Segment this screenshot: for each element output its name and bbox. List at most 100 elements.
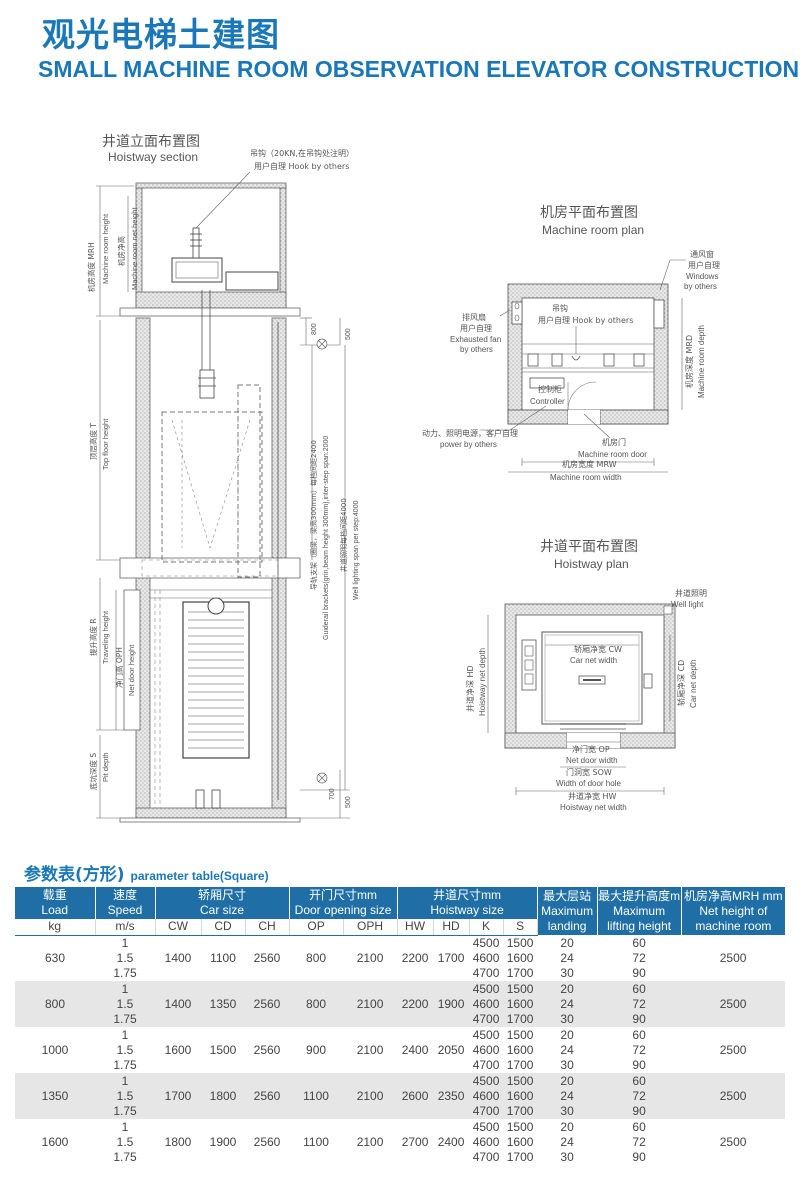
sub-k: K — [469, 919, 504, 936]
section-title-en: Hoistway section — [108, 150, 198, 164]
controller-label-cn: 控制柜 — [538, 384, 562, 394]
sub-hw: HW — [397, 919, 434, 936]
fan-label-en2: by others — [460, 345, 493, 354]
machine-plan-title-cn: 机房平面布置图 — [540, 205, 638, 221]
cell-op: 800 — [289, 981, 344, 1027]
cell-op: 900 — [306, 1042, 327, 1057]
cell-hd: 2050 — [437, 1042, 465, 1057]
cell-cw: 1700 — [155, 1073, 201, 1119]
cell-ch: 2560 — [253, 950, 281, 965]
parameter-table-title-cn: 参数表(方形) — [24, 865, 125, 885]
sow-label-cn: 门洞宽 SOW — [566, 767, 612, 777]
page-title-en: SMALL MACHINE ROOM OBSERVATION ELEVATOR … — [38, 56, 800, 82]
cell-oph: 2100 — [343, 981, 398, 1027]
parameter-table-title: 参数表(方形)parameter table(Square) — [24, 860, 269, 885]
window-label-cn2: 用户自理 — [688, 260, 720, 270]
table-subheader-row: kg m/s CW CD CH OP OPH HW HD K S — [15, 919, 785, 936]
cell-cd: 1800 — [201, 1073, 245, 1119]
r-label: 提升高度 R — [88, 618, 98, 656]
cell-mrh: 2500 — [719, 1134, 747, 1149]
mrnh-label: 机房净高 — [116, 236, 126, 266]
cell-hd: 2400 — [437, 1134, 465, 1149]
sub-hd: HD — [433, 919, 470, 936]
well-light-label-cn: 井道照明 — [675, 588, 707, 598]
hoist-plan-title-cn: 井道平面布置图 — [540, 539, 638, 555]
power-label-en: power by others — [440, 440, 497, 449]
oph-label: 净门高 OPH — [114, 647, 124, 688]
cell-cd: 1900 — [209, 1134, 237, 1149]
cd-label-cn: 轿厢净深 CD — [676, 660, 686, 706]
cell-cd: 1500 — [209, 1042, 237, 1057]
machine-room-ceiling — [135, 182, 287, 189]
sub-kg: kg — [15, 919, 96, 936]
section-hook-label-en: 用户自理 Hook by others — [254, 161, 349, 171]
pit-floor — [135, 807, 287, 819]
cell-oph: 2100 — [356, 1134, 384, 1149]
cell-ch: 2560 — [253, 1134, 281, 1149]
car-frame-dashed — [161, 411, 263, 563]
t-label-en: Top floor height — [101, 418, 110, 470]
counterweight — [182, 601, 250, 759]
cell-op: 800 — [306, 950, 327, 965]
hoistway-section: 井道立面布置图 Hoistway section 吊钩（20KN,在吊钩处注明）… — [86, 134, 360, 823]
dim-500-top: 500 — [345, 328, 352, 340]
mrw-label-en: Machine room width — [550, 473, 622, 482]
cell-ch: 2560 — [245, 1073, 290, 1119]
controller-label-en: Controller — [530, 397, 565, 406]
hd-label-en: Hoistway net depth — [478, 648, 487, 716]
cell-load: 1350 — [15, 1073, 95, 1119]
section-hook-label-cn: 吊钩（20KN,在吊钩处注明） — [250, 148, 354, 158]
hw-label-en: Hoistway net width — [560, 803, 627, 812]
sub-ch: CH — [245, 919, 290, 936]
cell-load: 800 — [15, 981, 95, 1027]
guide-label-cn: 导轨支架（圈梁，梁高300mm）每档间距2400 — [309, 440, 318, 590]
mrw-label-cn: 机房宽度 MRW — [562, 459, 617, 469]
machine-room-right-wall — [279, 185, 287, 311]
sub-cd: CD — [201, 919, 246, 936]
counterweight-plan — [521, 639, 537, 691]
machine-room-plan: 机房平面布置图 Machine room plan 通风窗 用户自理 Windo… — [422, 205, 720, 482]
cell-load: 1000 — [41, 1042, 69, 1057]
cw-label-en: Car net width — [570, 656, 617, 665]
cell-ch: 2560 — [253, 1042, 281, 1057]
cell-cw: 1400 — [155, 981, 201, 1027]
mp-hook-label-en: 用户自理 Hook by others — [538, 315, 633, 325]
mrh-label-en: Machine room height — [101, 213, 110, 284]
cell-hw: 2200 — [397, 981, 434, 1027]
guide-label-en: Guiderail brackets(grin,beam height 300m… — [323, 436, 330, 640]
cd-label-en: Car net depth — [689, 660, 698, 708]
controller-cabinet — [529, 377, 565, 389]
hw-label-cn: 井道净宽 HW — [568, 791, 617, 801]
power-label-cn: 动力、照明电源，客户自理 — [422, 428, 518, 438]
well-label-cn: 井道照明每档间距4000 — [339, 498, 348, 572]
buffer-right — [211, 789, 221, 809]
controller-box — [225, 271, 279, 291]
mr-door-label-cn: 机房门 — [602, 437, 626, 447]
cell-hw: 2600 — [397, 1073, 434, 1119]
